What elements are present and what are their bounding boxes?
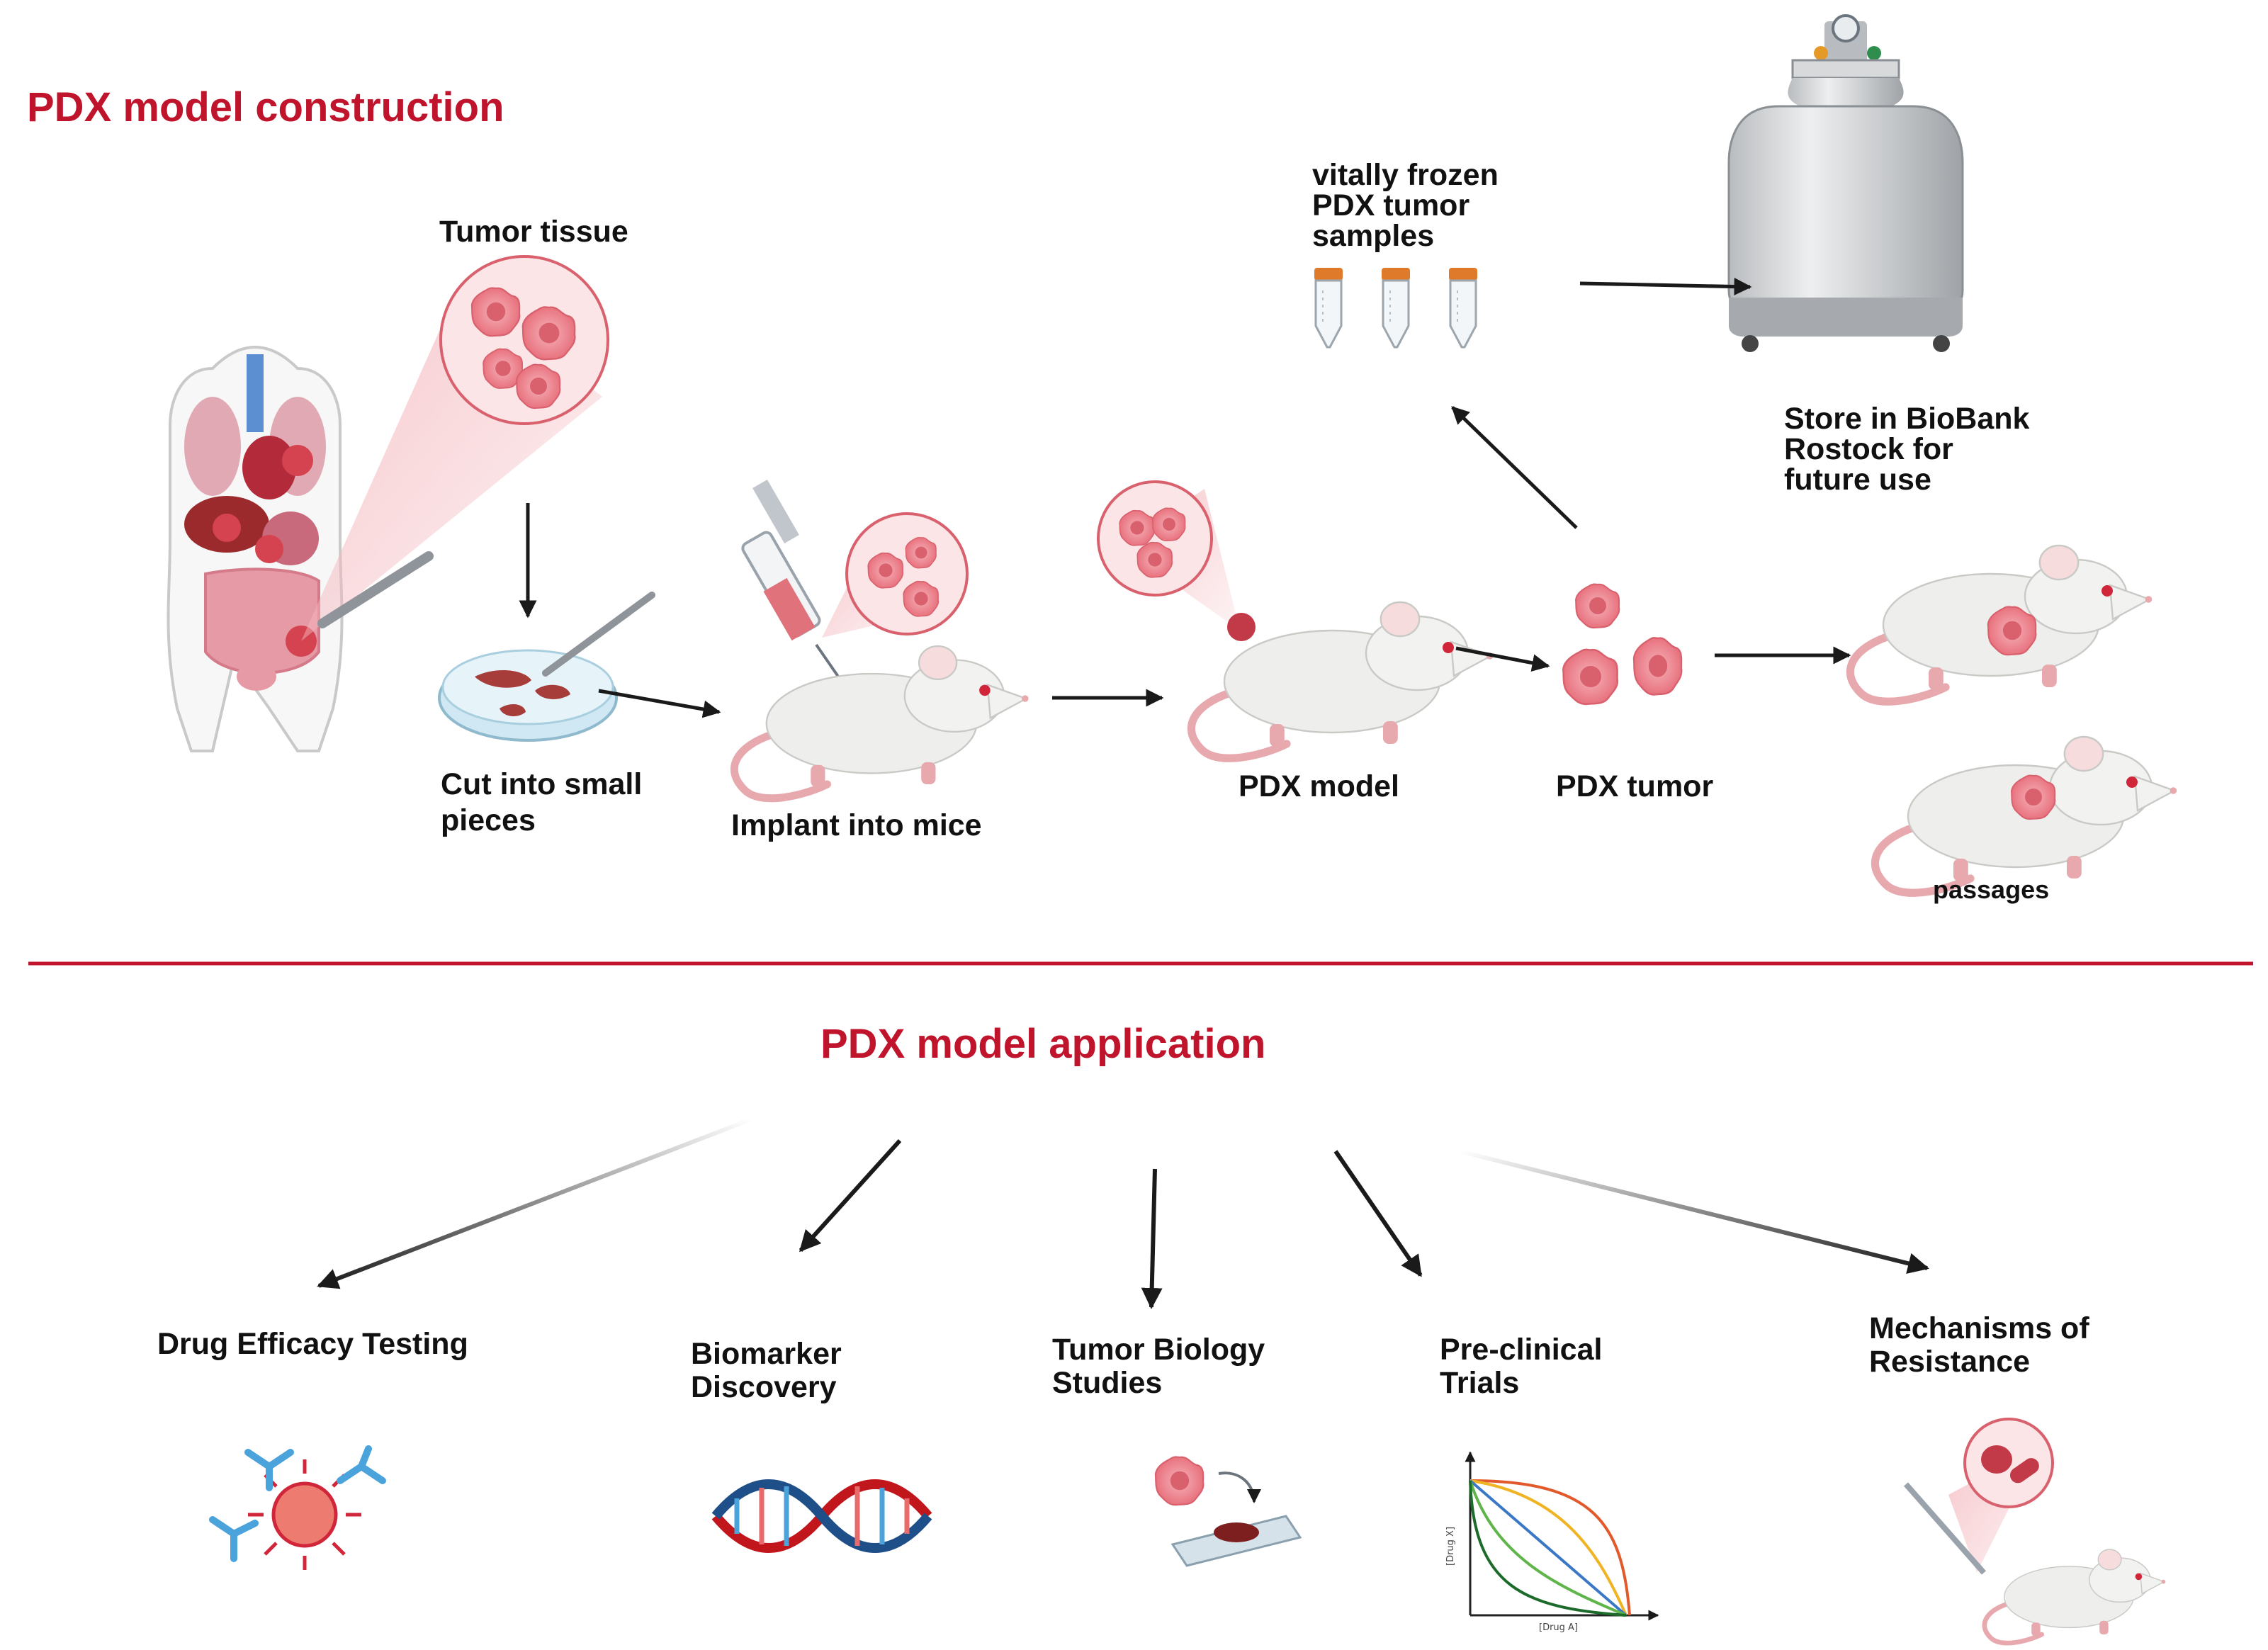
construction-title: PDX model construction	[27, 84, 504, 130]
dna-icon	[711, 1479, 932, 1553]
app-item-resistance: Mechanisms of Resistance	[1869, 1311, 2089, 1379]
tumor-tissue-icon	[439, 255, 609, 425]
frozen-samples-label: vitally frozen PDX tumor samples	[1312, 158, 1499, 253]
antibody-virus-icon	[209, 1445, 386, 1570]
syringe-icon	[741, 480, 845, 685]
app-item-preclinical: Pre-clinical Trials	[1440, 1333, 1603, 1401]
slide-cell-icon	[1154, 1456, 1302, 1567]
app-item-biomarker: Biomarker Discovery	[691, 1337, 842, 1405]
petri-dish-icon	[438, 592, 655, 742]
chart-axis-y-label: [Drug X]	[1445, 1526, 1456, 1566]
scalpel-icon	[317, 551, 434, 628]
chart-axis-x-label: [Drug A]	[1539, 1622, 1579, 1633]
application-arrows	[317, 1117, 1929, 1309]
mouse-implant-icon	[734, 646, 1028, 798]
implant-label: Implant into mice	[731, 808, 982, 842]
sample-tubes-icon	[1313, 266, 1479, 349]
biobank-tank-icon	[1727, 14, 1964, 352]
cut-pieces-label: Cut into small pieces	[441, 767, 643, 837]
application-title: PDX model application	[820, 1021, 1266, 1067]
human-body-icon	[167, 345, 344, 752]
resistance-mouse-icon	[1903, 1418, 2165, 1643]
app-item-tumor-biology: Tumor Biology Studies	[1052, 1333, 1265, 1401]
tumor-tissue-label: Tumor tissue	[439, 215, 628, 249]
biobank-label: Store in BioBank Rostock for future use	[1784, 402, 2030, 497]
app-item-drug-efficacy: Drug Efficacy Testing	[157, 1327, 468, 1361]
construction-arrows	[519, 278, 1851, 718]
passage-mouse-icon-2	[1875, 737, 2177, 893]
injected-cells-icon	[845, 512, 969, 635]
passage-mouse-icon-1	[1850, 546, 2152, 701]
dose-response-chart-icon	[1465, 1451, 1659, 1621]
pdx-tumor-icon	[1562, 583, 1683, 706]
passages-label: passages	[1933, 875, 2050, 904]
pdx-model-zoom-icon	[1097, 480, 1256, 641]
pdx-model-label: PDX model	[1239, 769, 1399, 803]
pdx-tumor-label: PDX tumor	[1556, 769, 1714, 803]
